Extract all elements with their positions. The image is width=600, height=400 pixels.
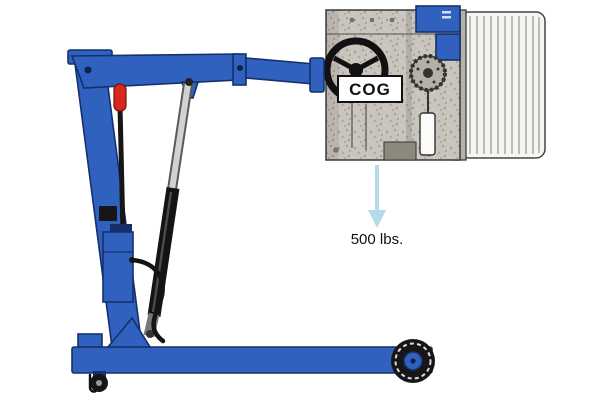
engine-cylinder [453, 9, 546, 161]
engine-assembly [323, 5, 546, 161]
cylinder-rod [168, 83, 191, 197]
weight-arrow-head [368, 210, 386, 228]
mast-latch [99, 206, 117, 221]
weight-label-text: 500 lbs. [351, 231, 404, 248]
engine-hoist [67, 49, 435, 393]
weight-annotation: 500 lbs. [351, 165, 404, 248]
engine-studs [351, 100, 367, 150]
extension-bolt [237, 65, 243, 71]
cylinder-top-pin [185, 78, 193, 86]
hanging-tag [419, 90, 436, 156]
cog-label-box [337, 75, 403, 103]
gear-pulley [409, 54, 447, 92]
front-wheel [391, 339, 435, 383]
cog-marker: COG [337, 75, 403, 103]
mast-gusset [106, 316, 152, 348]
boom-end-cap [309, 57, 325, 93]
pivot-bolt [84, 66, 92, 74]
cog-label-text: COG [349, 80, 391, 99]
hoist-base [71, 316, 433, 374]
engine-valve-cover [415, 5, 461, 61]
cylinder-ribs [469, 16, 540, 154]
storage-hook [88, 374, 97, 393]
block-bolts [333, 17, 395, 153]
handle-grip [113, 83, 127, 112]
block-seam [406, 10, 412, 160]
oil-pan [383, 141, 417, 161]
cylinder-body [147, 187, 180, 317]
pump-handle [117, 105, 126, 235]
hoist-boom [70, 53, 325, 99]
hydraulic-cylinder [143, 78, 193, 338]
leg-bracket [77, 333, 103, 348]
pump-cap [110, 224, 132, 234]
hydraulic-pump [102, 83, 166, 344]
caster-wheel [88, 371, 108, 393]
boom-extension [245, 57, 315, 85]
pump-body [102, 231, 134, 303]
hydraulic-hose [129, 257, 166, 344]
